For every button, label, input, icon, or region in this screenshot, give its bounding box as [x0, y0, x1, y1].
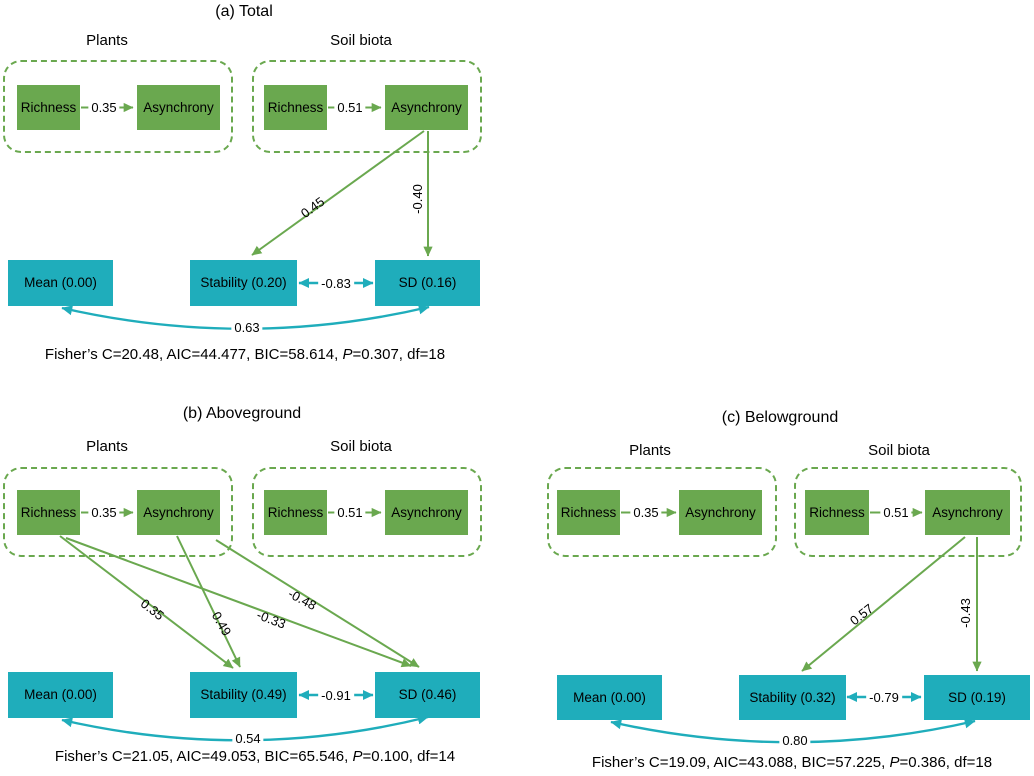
- panel-c-stability-sd-cov-label: -0.79: [866, 690, 902, 705]
- panel-c-soil-group: [794, 467, 1022, 557]
- panel-b-soil-group: [252, 467, 482, 557]
- panel-a-plants-richness-node: Richness: [17, 85, 80, 130]
- panel-a-soil-richness-node: Richness: [264, 85, 327, 130]
- panel-b-plants-richness-node: Richness: [17, 490, 80, 535]
- panel-b-plants-coef-label: 0.35: [88, 505, 120, 520]
- panel-c-plants-richness-node: Richness: [557, 490, 620, 535]
- panel-a-plants-group: [3, 60, 233, 153]
- panel-c-path-asynchrony-sd-label: -0.43: [957, 598, 973, 628]
- panel-b-plants-label: Plants: [86, 438, 128, 455]
- panel-a-path-asynchrony-sd-label: -0.40: [409, 184, 425, 214]
- panel-c-soil-richness-node: Richness: [805, 490, 869, 535]
- panel-a-plants-label: Plants: [86, 32, 128, 49]
- panel-c-title: (c) Belowground: [721, 409, 839, 426]
- panel-c-plants-asynchrony-node: Asynchrony: [679, 490, 762, 535]
- panel-b-plants-asynchrony-node: Asynchrony: [137, 490, 220, 535]
- panel-c-soil-asynchrony-node: Asynchrony: [925, 490, 1010, 535]
- panel-b-fit-p-symbol: P: [352, 748, 363, 765]
- panel-a-plants-asynchrony-node: Asynchrony: [137, 85, 220, 130]
- panel-b-soil-richness-node: Richness: [264, 490, 327, 535]
- panel-a-stability-sd-cov-label: -0.83: [318, 276, 354, 291]
- panel-a-fit-after-p: =0.307, df=18: [352, 346, 446, 363]
- panel-b-sd-node: SD (0.46): [375, 672, 480, 718]
- panel-a-fit-before-p: Fisher’s C=20.48, AIC=44.477, BIC=58.614…: [44, 346, 343, 363]
- panel-c-stability-node: Stability (0.32): [739, 675, 846, 720]
- panel-a-title: (a) Total: [215, 3, 273, 20]
- panel-b-title: (b) Aboveground: [182, 405, 302, 422]
- panel-c-sd-node: SD (0.19): [924, 675, 1030, 720]
- panel-c-fit-statistics: Fisher’s C=19.09, AIC=43.088, BIC=57.225…: [591, 754, 993, 772]
- panel-c-soil-coef-label: 0.51: [880, 505, 912, 520]
- panel-b-fit-after-p: =0.100, df=14: [362, 748, 456, 765]
- panel-b-fit-before-p: Fisher’s C=21.05, AIC=49.053, BIC=65.546…: [54, 748, 353, 765]
- panel-a-stability-node: Stability (0.20): [190, 260, 297, 306]
- panel-b-stability-node: Stability (0.49): [190, 672, 297, 718]
- panel-c-fit-after-p: =0.386, df=18: [899, 754, 993, 771]
- panel-a-soil-group: [252, 60, 482, 153]
- panel-c-plants-label: Plants: [629, 442, 671, 459]
- panel-a-plants-coef-label: 0.35: [88, 100, 120, 115]
- panel-b-plants-group: [3, 467, 233, 557]
- panel-c-plants-group: [547, 467, 777, 557]
- panel-a-soil-biota-label: Soil biota: [330, 32, 392, 49]
- panel-a-soil-coef-label: 0.51: [334, 100, 366, 115]
- panel-b-mean-node: Mean (0.00): [8, 672, 113, 718]
- panel-a-soil-asynchrony-node: Asynchrony: [385, 85, 468, 130]
- panel-a-mean-node: Mean (0.00): [8, 260, 113, 306]
- panel-c-plants-coef-label: 0.35: [630, 505, 662, 520]
- panel-a-fit-statistics: Fisher’s C=20.48, AIC=44.477, BIC=58.614…: [44, 346, 446, 364]
- panel-c-fit-p-symbol: P: [889, 754, 900, 771]
- panel-a-sd-node: SD (0.16): [375, 260, 480, 306]
- panel-c-mean-node: Mean (0.00): [557, 675, 662, 720]
- panel-b-fit-statistics: Fisher’s C=21.05, AIC=49.053, BIC=65.546…: [54, 748, 456, 766]
- panel-c-fit-before-p: Fisher’s C=19.09, AIC=43.088, BIC=57.225…: [591, 754, 890, 771]
- panel-b-stability-sd-cov-label: -0.91: [318, 688, 354, 703]
- panel-b-soil-asynchrony-node: Asynchrony: [385, 490, 468, 535]
- panel-c-soil-biota-label: Soil biota: [868, 442, 930, 459]
- panel-b-soil-biota-label: Soil biota: [330, 438, 392, 455]
- panel-a-mean-sd-cov-label: 0.63: [231, 320, 263, 336]
- panel-b-mean-sd-cov-label: 0.54: [232, 731, 264, 747]
- panel-b-soil-coef-label: 0.51: [334, 505, 366, 520]
- panel-c-mean-sd-cov-label: 0.80: [779, 733, 811, 749]
- panel-a-fit-p-symbol: P: [342, 346, 353, 363]
